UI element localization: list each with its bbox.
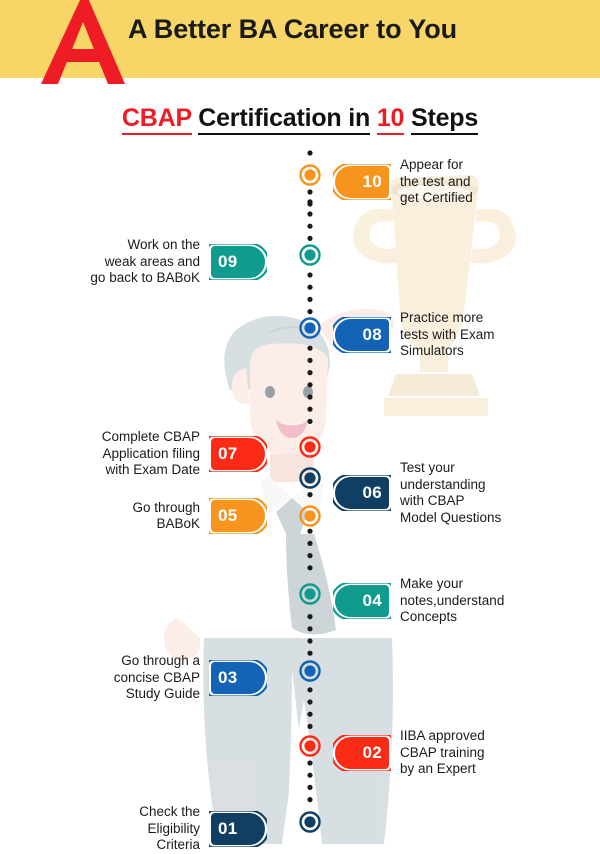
timeline-dot (307, 296, 313, 302)
timeline-dot (307, 638, 313, 644)
step-badge-04[interactable]: 04 (333, 582, 391, 619)
timeline-dot (307, 199, 313, 205)
step-badge-shape (209, 243, 267, 280)
page-title: CBAP Certification in 10 Steps (0, 104, 600, 135)
step-badge-05[interactable]: 05 (209, 498, 267, 534)
page-title-part-ten: 10 (376, 104, 404, 135)
timeline-node-02 (304, 740, 316, 752)
timeline-dot (307, 211, 313, 217)
step-number-07: 07 (218, 443, 238, 463)
timeline-node-ring-08 (299, 317, 321, 339)
timeline-node-06 (304, 472, 316, 484)
step-number-05: 05 (218, 506, 238, 525)
step-number-10: 10 (362, 171, 382, 191)
timeline-node-ring-06 (299, 467, 321, 489)
timeline-dot (307, 357, 313, 363)
timeline-dot (307, 370, 313, 376)
timeline-dot (307, 687, 313, 693)
timeline-node-05 (304, 510, 316, 522)
timeline-dot (307, 345, 313, 351)
step-number-09: 09 (218, 251, 238, 271)
timeline-dot (307, 406, 313, 412)
timeline-dot (307, 382, 313, 388)
timeline-dot (307, 760, 313, 766)
timeline-dot (307, 797, 313, 803)
timeline-dot (307, 784, 313, 791)
timeline-node-ring-09 (299, 244, 321, 266)
timeline-dot (307, 394, 313, 400)
timeline-dot (307, 553, 313, 559)
timeline-dot (307, 223, 313, 229)
timeline-dot (307, 699, 313, 705)
timeline-node-ring-04 (299, 583, 321, 605)
timeline-node-01 (304, 816, 316, 828)
page-title-part-certification: Certification in (198, 104, 370, 135)
timeline-node-ring-01 (299, 811, 321, 833)
background-illustration (163, 175, 516, 844)
page-title-part-cbap: CBAP (121, 104, 192, 135)
timeline-dot (307, 650, 313, 656)
step-badge-01[interactable]: 01 (209, 810, 267, 847)
timeline-dot (307, 528, 313, 534)
timeline-dot (307, 418, 313, 424)
step-number-06: 06 (362, 483, 382, 502)
timeline-dot (307, 711, 313, 717)
timeline-dot (307, 201, 313, 207)
timeline-dot (307, 565, 313, 571)
trophy-icon (353, 175, 516, 416)
step-badge-shape (333, 163, 391, 200)
timeline-node-08 (304, 322, 316, 334)
step-number-04: 04 (362, 590, 382, 610)
timeline-node-ring-10 (299, 164, 321, 186)
timeline-node-ring-02 (299, 735, 321, 757)
timeline-dot (307, 150, 313, 156)
step-number-01: 01 (218, 818, 238, 838)
step-number-08: 08 (362, 324, 382, 344)
timeline-node-10 (304, 169, 316, 181)
step-badge-08[interactable]: 08 (333, 316, 391, 353)
step-badge-03[interactable]: 03 (209, 659, 267, 696)
timeline-dot (307, 772, 313, 778)
timeline-dot (307, 189, 313, 195)
page-title-part-steps: Steps (410, 104, 478, 135)
timeline-dot (307, 540, 313, 546)
step-number-02: 02 (362, 742, 382, 762)
timeline-dot (307, 272, 313, 278)
timeline-track (299, 150, 321, 833)
brand-logo-a-icon (41, 0, 125, 84)
timeline-node-09 (304, 249, 316, 261)
step-number-03: 03 (218, 667, 238, 687)
step-badge-06[interactable]: 06 (333, 475, 391, 511)
timeline-node-04 (304, 588, 316, 600)
timeline-node-03 (304, 665, 316, 677)
timeline-dot (307, 235, 313, 241)
step-badge-02[interactable]: 02 (333, 734, 391, 771)
timeline-dot (307, 723, 313, 730)
step-badge-07[interactable]: 07 (209, 435, 267, 472)
timeline-node-ring-03 (299, 660, 321, 682)
timeline-node-ring-07 (299, 436, 321, 458)
timeline-dot (307, 626, 313, 632)
timeline-node-07 (304, 441, 316, 453)
timeline-dot (307, 284, 313, 290)
timeline-dot (307, 492, 313, 498)
timeline-dot (307, 309, 313, 315)
header-title: A Better BA Career to You (128, 14, 458, 44)
step-badge-09[interactable]: 09 (209, 243, 267, 280)
timeline-dot (307, 614, 313, 620)
timeline-node-ring-05 (299, 505, 321, 527)
step-badge-10[interactable]: 10 (333, 163, 391, 200)
